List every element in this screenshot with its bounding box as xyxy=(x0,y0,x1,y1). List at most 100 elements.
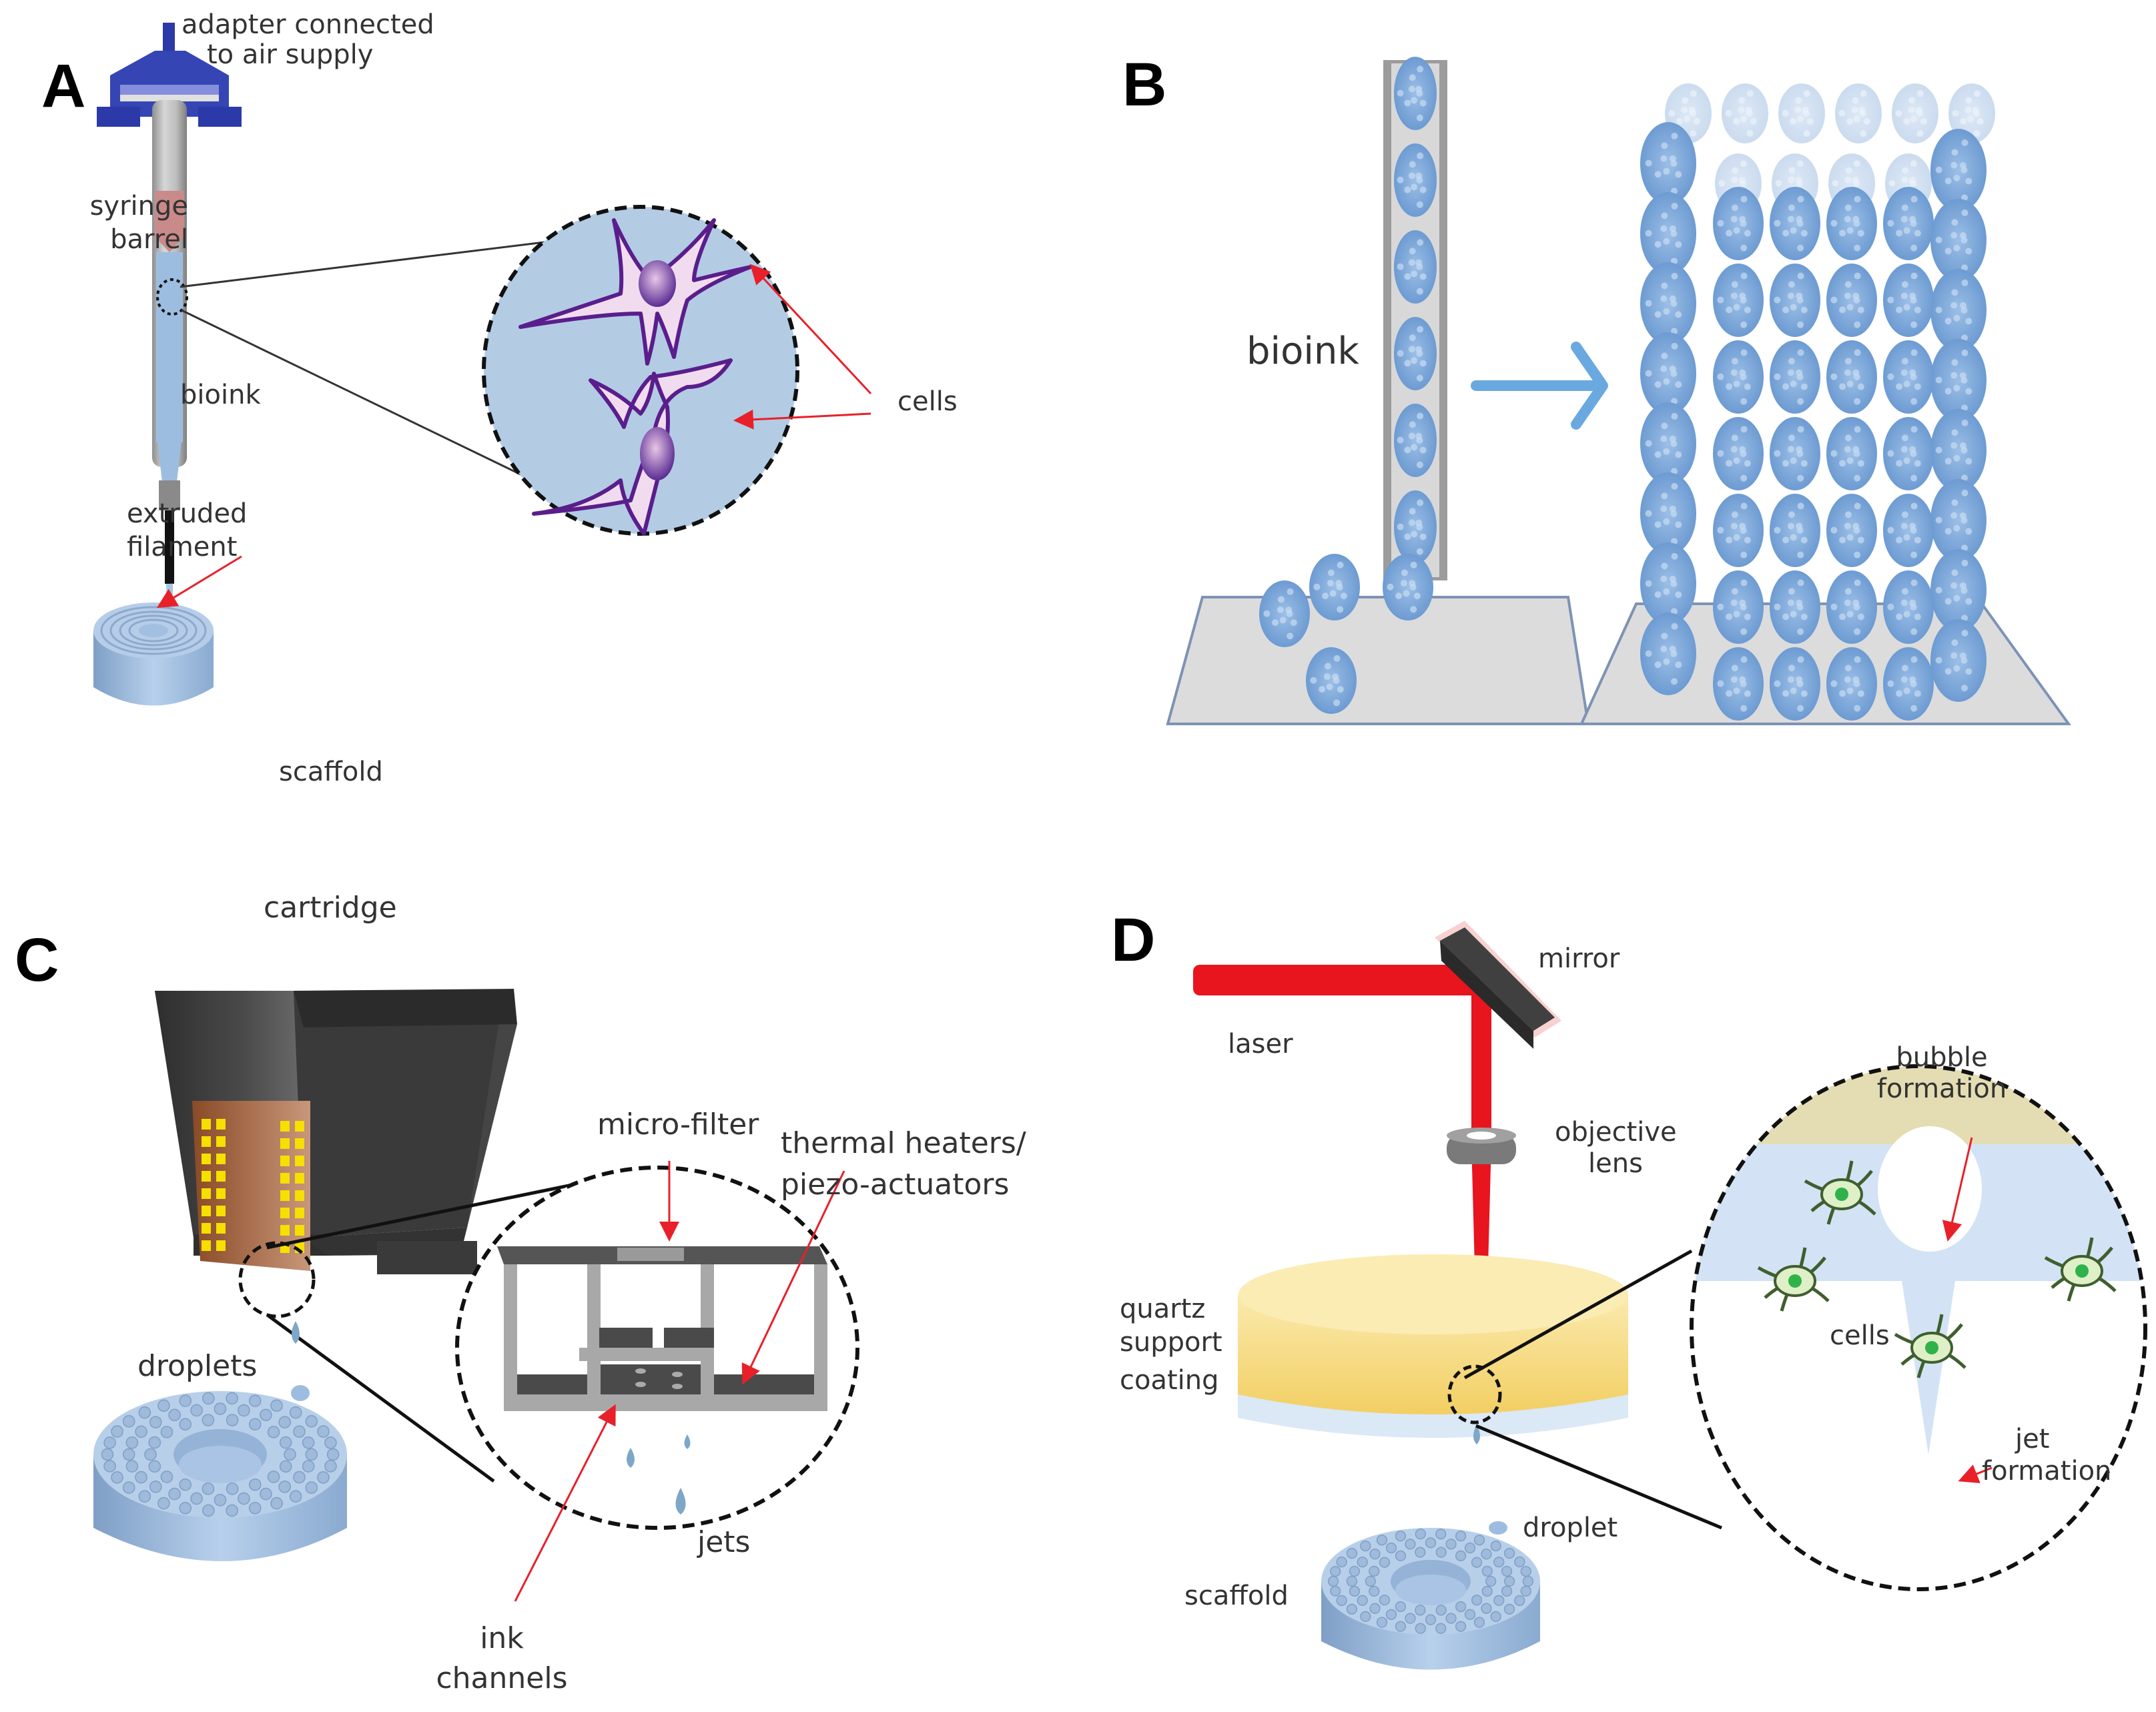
scaffold-bump xyxy=(202,1392,215,1405)
spheroid-icon xyxy=(1394,404,1437,477)
scaffold-bump xyxy=(160,1470,173,1483)
scaffold-bump xyxy=(1455,1531,1467,1542)
zoom-line xyxy=(267,1314,495,1483)
scaffold-bump xyxy=(179,1478,192,1491)
scaffold-bump xyxy=(317,1471,330,1484)
dotted-scaffold-icon xyxy=(93,1391,347,1561)
spheroid-icon xyxy=(1770,570,1820,644)
scaffold-bump xyxy=(179,1394,192,1407)
scaffold-bump xyxy=(148,1460,161,1473)
scaffold-bump xyxy=(1360,1540,1371,1552)
dotted-scaffold-icon xyxy=(1321,1528,1540,1670)
scaffold-bump xyxy=(1369,1565,1380,1577)
substrate-left xyxy=(1166,596,1590,725)
label-mirror: mirror xyxy=(1538,943,1620,974)
chip-contact xyxy=(295,1190,304,1201)
scaffold-bump xyxy=(1481,1549,1492,1560)
scaffold-bump xyxy=(267,1470,280,1483)
jet-arrow xyxy=(1958,1464,1993,1484)
bioink-nozzle xyxy=(1383,57,1447,580)
chip-contact xyxy=(295,1138,304,1149)
syringe-barrel-icon xyxy=(152,100,188,584)
spheroid-icon xyxy=(1826,494,1877,567)
actuator-arrow xyxy=(741,1170,845,1385)
scaffold-bump xyxy=(1485,1575,1497,1587)
scaffold-bump xyxy=(226,1414,239,1426)
scaffold-bump xyxy=(135,1425,147,1438)
chip-contact xyxy=(202,1171,211,1182)
scaffold-bump xyxy=(260,1487,272,1501)
scaffold-bump xyxy=(238,1492,250,1505)
spheroid-icon xyxy=(1640,472,1696,555)
scaffold-bump xyxy=(1464,1609,1476,1621)
scaffold-bump xyxy=(138,1490,151,1503)
scaffold-bump xyxy=(1415,1547,1426,1558)
spheroid-icon xyxy=(1309,554,1360,620)
scaffold-bump xyxy=(1522,1575,1534,1587)
nozzle-zoom-marker xyxy=(238,1241,316,1318)
scaffold-bump xyxy=(1490,1540,1501,1552)
scaffold-bump xyxy=(238,1404,250,1417)
scaffold-bump xyxy=(293,1425,306,1438)
chip-contact xyxy=(216,1171,226,1182)
chip-contact xyxy=(280,1173,290,1184)
spheroid-icon xyxy=(1883,417,1934,490)
chip-contact xyxy=(216,1136,226,1147)
scaffold-bump xyxy=(1514,1556,1525,1568)
scaffold-bump xyxy=(284,1448,296,1461)
spheroid-icon xyxy=(1948,83,1995,143)
zoom-line xyxy=(266,1172,625,1250)
process-arrow-icon xyxy=(1471,342,1608,430)
scaffold-bump xyxy=(1385,1542,1397,1554)
chip-contact xyxy=(202,1136,211,1147)
scaffold-bump xyxy=(202,1504,215,1517)
scaffold-bump xyxy=(1349,1565,1361,1577)
spheroid-icon xyxy=(1883,647,1934,721)
scaffold-bump xyxy=(122,1415,135,1428)
spheroid-icon xyxy=(1770,417,1820,490)
scaffold-bump xyxy=(1490,1611,1501,1623)
scaffold-bump xyxy=(103,1436,116,1449)
zoom-line xyxy=(181,309,561,495)
spheroid-icon xyxy=(1394,317,1437,390)
spheroid-icon xyxy=(1640,122,1696,205)
jet-droplets xyxy=(291,1321,691,1515)
scaffold-bump xyxy=(278,1480,292,1493)
label-bioink-b: bioink xyxy=(1246,330,1359,373)
droplet-icon xyxy=(1489,1521,1507,1535)
panel-d: D xyxy=(1111,906,2147,1670)
spheroid-icon xyxy=(1826,187,1877,260)
chip-contact xyxy=(202,1206,211,1216)
spheroid-icon xyxy=(1640,612,1696,695)
scaffold-bump xyxy=(157,1399,170,1412)
scaffold-bump xyxy=(1395,1621,1407,1632)
scaffold-bump xyxy=(1503,1603,1515,1615)
label-cartridge: cartridge xyxy=(264,891,397,925)
scaffold-bump xyxy=(1435,1529,1447,1540)
scaffold-bump xyxy=(289,1490,302,1503)
spheroid-icon xyxy=(1835,83,1882,143)
scaffold-bump xyxy=(1395,1601,1407,1613)
scaffold-bump xyxy=(190,1492,203,1505)
spheroid-icon xyxy=(1394,230,1437,304)
chip-contact xyxy=(295,1225,304,1236)
spheroid-icon xyxy=(1930,269,1987,352)
spheroid-icon xyxy=(1640,542,1696,625)
chip-contact xyxy=(280,1138,290,1149)
scaffold-bump xyxy=(148,1436,161,1449)
scaffold-bump xyxy=(279,1460,292,1473)
spheroid-icon xyxy=(1892,83,1938,143)
spheroid-icon xyxy=(1770,340,1820,414)
label-bubble-line1: bubble xyxy=(1896,1042,1987,1073)
droplet-icon xyxy=(292,1321,300,1344)
scaffold-bump xyxy=(1415,1623,1426,1634)
scaffold-bump xyxy=(202,1482,215,1495)
scaffold-bump xyxy=(1336,1595,1347,1607)
scaffold-bump xyxy=(1471,1595,1483,1606)
scaffold-bump xyxy=(270,1399,283,1412)
scaffold-bump xyxy=(326,1448,340,1461)
bubble-icon xyxy=(1878,1126,1982,1252)
scaffold-bump xyxy=(214,1402,227,1415)
scaffold-bump xyxy=(226,1392,238,1405)
